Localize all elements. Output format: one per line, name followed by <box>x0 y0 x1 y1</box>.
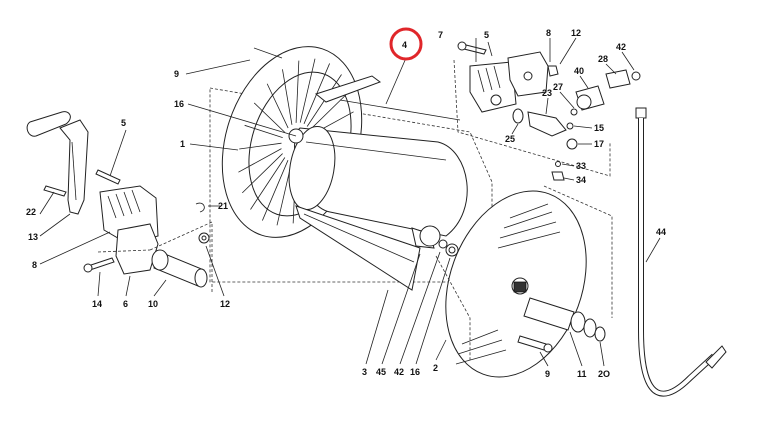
callout-7: 7 <box>438 30 443 40</box>
leader-lines <box>39 37 661 367</box>
callout-3: 3 <box>362 367 367 377</box>
callout-14: 14 <box>92 299 102 309</box>
callout-33: 33 <box>576 161 586 171</box>
disc-spoke <box>266 83 289 129</box>
callout-28: 28 <box>598 54 608 64</box>
callout-22: 22 <box>26 207 36 217</box>
callout-21: 21 <box>218 201 228 211</box>
valve-assembly <box>453 41 641 181</box>
front-disc <box>435 185 613 378</box>
callout-12: 12 <box>571 28 581 38</box>
callout-2: 2 <box>433 363 438 373</box>
callout-4: 4 <box>402 40 407 50</box>
callout-16: 16 <box>410 367 420 377</box>
disc-spoke <box>295 60 300 123</box>
disc-spoke <box>242 153 283 194</box>
disc-spoke <box>262 160 289 221</box>
disc-spoke <box>238 148 282 173</box>
callout-12: 12 <box>220 299 230 309</box>
callout-8: 8 <box>546 28 551 38</box>
callout-27: 27 <box>553 82 563 92</box>
crank-handle-assembly <box>26 111 213 292</box>
disc-spoke <box>239 142 282 150</box>
callout-5: 5 <box>121 118 126 128</box>
callout-40: 40 <box>574 66 584 76</box>
callout-17: 17 <box>594 139 604 149</box>
callout-16: 16 <box>174 99 184 109</box>
callout-13: 13 <box>28 232 38 242</box>
callout-34: 34 <box>576 175 586 185</box>
callout-11: 11 <box>577 369 587 379</box>
callout-6: 6 <box>123 299 128 309</box>
callout-23: 23 <box>542 88 552 98</box>
callout-45: 45 <box>376 367 386 377</box>
disc-spoke <box>250 157 286 210</box>
callout-9: 9 <box>174 69 179 79</box>
callout-25: 25 <box>505 134 515 144</box>
highlight-ring <box>389 27 423 61</box>
disc-spoke <box>309 90 350 131</box>
disc-spoke <box>244 124 283 139</box>
callout-10: 10 <box>148 299 158 309</box>
callout-42: 42 <box>616 42 626 52</box>
callout-5: 5 <box>484 30 489 40</box>
callout-9: 9 <box>545 369 550 379</box>
callout-15: 15 <box>594 123 604 133</box>
callout-labels: 4 9 16 1 5 22 13 8 21 14 6 10 12 7 5 8 1… <box>26 28 666 379</box>
disc-spoke <box>282 69 293 125</box>
disc-spoke <box>253 102 286 133</box>
hose <box>635 107 727 397</box>
callout-8: 8 <box>32 260 37 270</box>
callout-1: 1 <box>180 139 185 149</box>
callout-20: 2O <box>598 369 610 379</box>
callout-42: 42 <box>394 367 404 377</box>
callout-44: 44 <box>656 227 666 237</box>
hose-reel-drum <box>209 46 493 291</box>
disc-spoke <box>299 58 316 123</box>
